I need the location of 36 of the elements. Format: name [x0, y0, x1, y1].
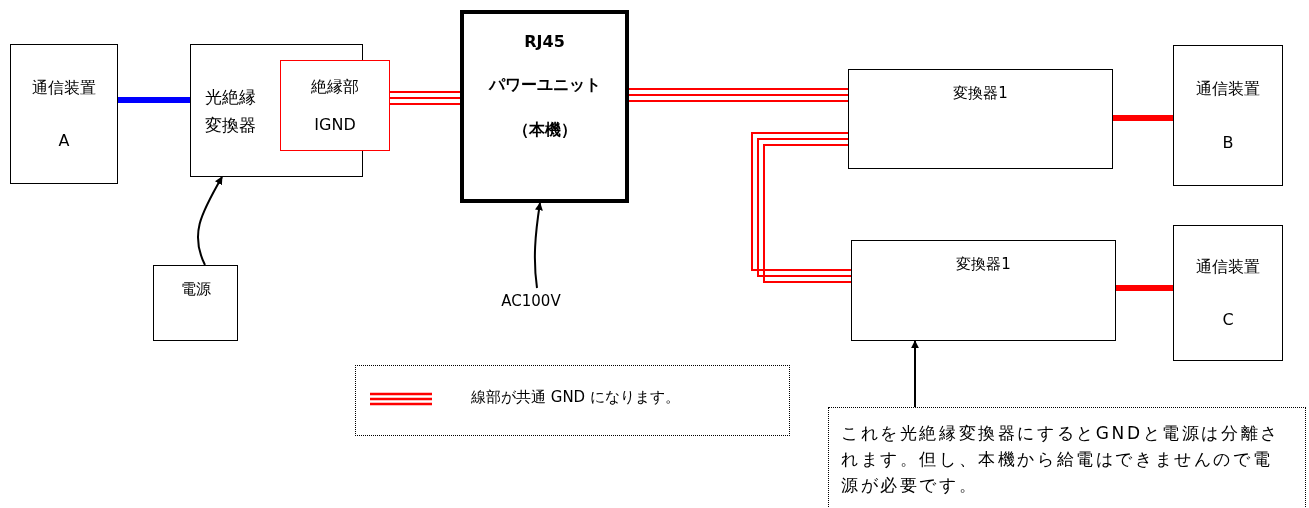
box-label: B — [1222, 133, 1234, 152]
power-box — [153, 265, 238, 341]
cable-line — [751, 132, 852, 283]
cable-line — [389, 91, 461, 105]
isolation-box — [280, 60, 390, 151]
cable-line — [1113, 115, 1173, 121]
power-unit-box — [460, 10, 629, 203]
box-label: 変換器1 — [953, 84, 1008, 103]
box-label: 通信装置 — [1196, 79, 1260, 100]
arrow — [911, 340, 919, 408]
note-text: これを光絶縁変換器にするとGNDと電源は分離されます。但し、本機から給電はできませんので電源が必要です。 — [841, 422, 1281, 497]
converter-box — [848, 69, 1113, 169]
legend-text: 線部が共通 GND になります。 — [471, 388, 680, 407]
device-box — [1173, 45, 1283, 186]
cable-line — [628, 88, 849, 102]
box-label: 電源 — [180, 280, 211, 299]
arrow — [533, 202, 543, 289]
box-label: IGND — [314, 114, 356, 134]
supply-label: AC100V — [490, 288, 572, 314]
note-box — [828, 407, 1306, 508]
arrow — [196, 176, 223, 266]
cable-line — [118, 97, 190, 103]
box-label: A — [58, 131, 70, 151]
cable-line — [1116, 285, 1173, 291]
box-label: 光絶縁変換器 — [203, 85, 257, 137]
box-label: RJ45 — [524, 32, 565, 51]
converter-box — [851, 240, 1116, 341]
device-box — [10, 44, 118, 184]
box-label: 通信装置 — [32, 77, 96, 99]
box-label: C — [1222, 309, 1234, 329]
box-label: 通信装置 — [1196, 257, 1260, 279]
box-label: 変換器1 — [956, 255, 1011, 274]
box-label: （本機） — [512, 120, 577, 141]
box-label: パワーユニット — [488, 75, 601, 96]
box-label: 絶縁部 — [311, 77, 359, 99]
device-box — [1173, 225, 1283, 361]
